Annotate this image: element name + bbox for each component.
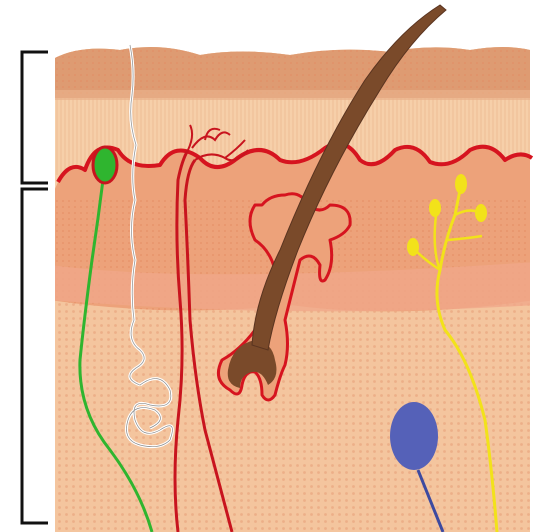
- hypodermis-texture: [50, 300, 535, 532]
- nerve-terminal-1: [407, 238, 419, 256]
- nerve-terminal-3: [455, 174, 467, 194]
- dermis-bracket: [22, 189, 48, 523]
- stratum-granulosum: [50, 90, 535, 100]
- meissner-corpuscle: [93, 147, 117, 183]
- nerve-terminal-4: [475, 204, 487, 222]
- pacinian-corpuscle: [390, 402, 438, 470]
- stratum-corneum-texture: [50, 40, 535, 98]
- nerve-terminal-2: [429, 199, 441, 217]
- epidermis-bracket: [22, 52, 48, 183]
